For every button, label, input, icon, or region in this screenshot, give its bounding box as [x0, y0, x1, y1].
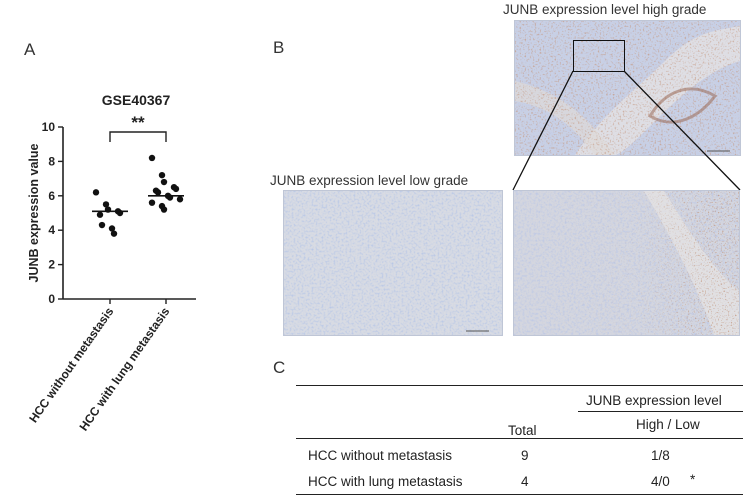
table-top-rule: [296, 385, 743, 387]
data-point: [172, 185, 180, 193]
significance-bracket: [109, 131, 167, 142]
ihc-image-high-grade: [514, 20, 741, 156]
data-point: [96, 211, 104, 218]
data-point: [154, 189, 162, 196]
table-header-total: Total: [508, 423, 537, 438]
data-point: [102, 201, 110, 208]
table-row-ratio: 4/0: [651, 474, 670, 489]
data-point: [160, 178, 168, 186]
table-row-total: 4: [521, 474, 529, 489]
ihc-image-high-grade-zoom: [513, 190, 740, 336]
table-header-rule: [296, 438, 743, 439]
data-point: [148, 199, 156, 206]
data-point: [110, 230, 118, 237]
low-grade-title: JUNB expression level low grade: [270, 173, 469, 188]
y-tick-label: 0: [48, 292, 55, 306]
table-row-label: HCC without metastasis: [308, 448, 453, 463]
zoom-box: [573, 40, 625, 72]
ihc-image-low-grade: [283, 190, 503, 336]
y-tick-label: 6: [48, 189, 55, 203]
significance-mark: *: [690, 472, 696, 487]
data-point: [92, 189, 100, 196]
table-row-ratio: 1/8: [651, 448, 670, 463]
table-row-total: 9: [521, 448, 529, 463]
panel-b-letter: B: [273, 38, 285, 57]
data-point: [160, 206, 168, 213]
y-tick-label: 4: [48, 223, 55, 237]
table-group-rule: [578, 411, 743, 412]
significance-stars: **: [131, 113, 145, 132]
data-point: [98, 221, 106, 229]
data-point: [108, 225, 116, 232]
data-point: [148, 154, 156, 162]
y-tick-label: 8: [48, 154, 55, 168]
table-header-group: JUNB expression level: [586, 393, 722, 408]
data-point: [158, 171, 166, 179]
high-grade-title: JUNB expression level high grade: [503, 2, 707, 17]
y-tick-label: 2: [48, 258, 55, 272]
panel-a-letter: A: [24, 40, 36, 59]
table-header-high-low: High / Low: [636, 417, 700, 432]
panel-c-letter: C: [273, 358, 286, 377]
y-tick-label: 10: [42, 120, 56, 134]
table-row-label: HCC with lung metastasis: [308, 474, 463, 489]
chart-title: GSE40367: [102, 92, 171, 108]
data-point: [176, 196, 184, 203]
table-bottom-rule: [296, 494, 743, 496]
y-axis-label: JUNB expression value: [27, 143, 41, 282]
